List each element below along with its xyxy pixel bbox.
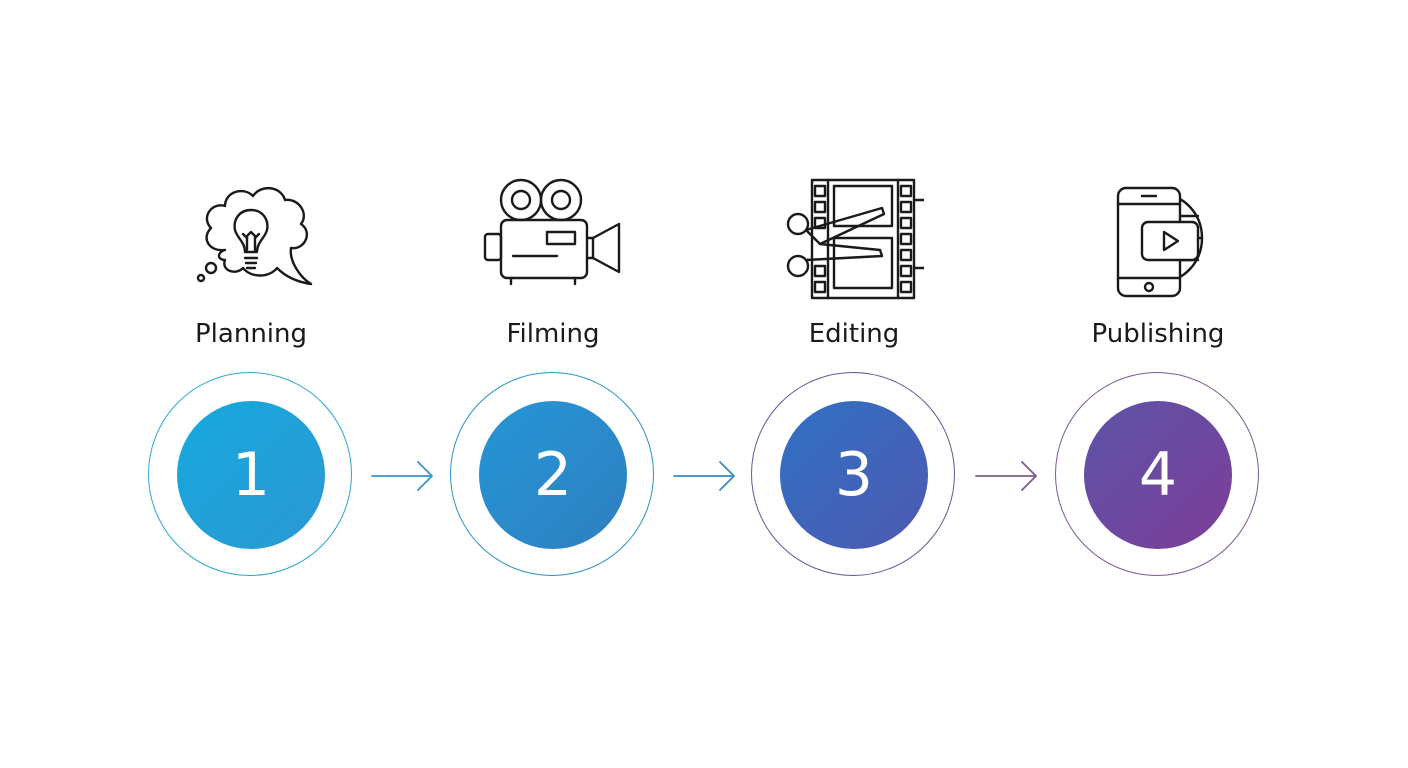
step-label: Filming (506, 319, 600, 349)
step-number-disc: 2 (479, 401, 627, 549)
step-ring (751, 372, 955, 576)
film-strip-scissors-icon (784, 172, 924, 304)
step-editing: Editing 3 (704, 0, 1004, 768)
step-number-disc: 1 (177, 401, 325, 549)
arrow-2-to-3 (672, 458, 738, 494)
step-planning: Planning 1 (101, 0, 401, 768)
step-number-disc: 3 (780, 401, 928, 549)
thought-bubble-lightbulb-icon (181, 172, 321, 304)
step-publishing: Publishing 4 (1008, 0, 1308, 768)
step-filming: Filming 2 (403, 0, 703, 768)
step-label: Editing (808, 319, 900, 349)
arrow-3-to-4 (974, 458, 1040, 494)
step-label: Publishing (1091, 319, 1225, 349)
step-ring (148, 372, 352, 576)
arrow-1-to-2 (370, 458, 436, 494)
phone-video-globe-icon (1088, 172, 1228, 304)
step-ring (1055, 372, 1259, 576)
step-label: Planning (195, 319, 307, 349)
movie-camera-icon (483, 172, 623, 304)
step-number-disc: 4 (1084, 401, 1232, 549)
step-ring (450, 372, 654, 576)
